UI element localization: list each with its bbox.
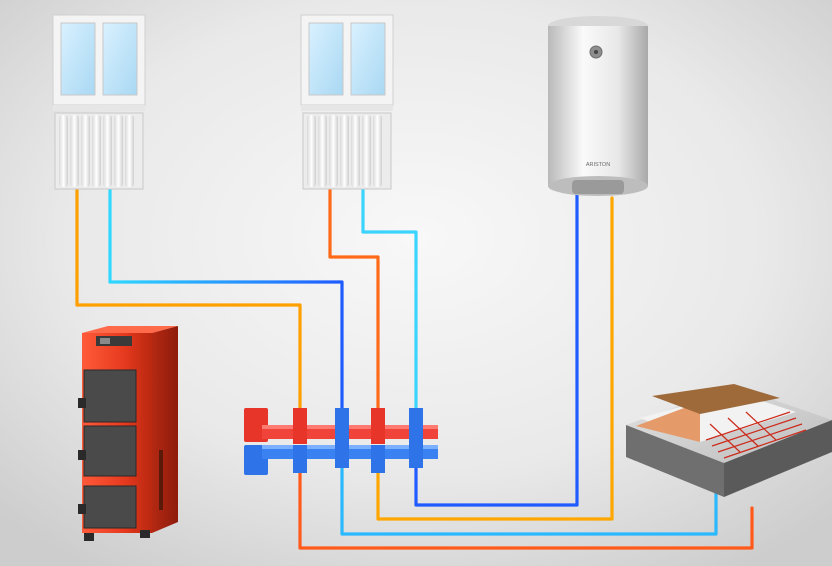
window-pane — [102, 22, 138, 96]
window-pane — [350, 22, 386, 96]
radiator — [54, 112, 144, 190]
pipe-middle-radiator-return — [361, 186, 418, 442]
pipe-left-radiator-supply-lower — [298, 458, 754, 550]
boiler-door-top — [83, 369, 137, 423]
underfloor-heating — [626, 384, 832, 497]
pipe-network — [75, 186, 754, 550]
control-panel — [96, 336, 132, 346]
radiator-left — [52, 14, 146, 190]
solid-fuel-boiler — [78, 326, 178, 541]
pipe-left-radiator-return — [108, 186, 344, 442]
water-heater: ARISTON — [548, 16, 648, 196]
pipe-middle-radiator-supply-lower — [376, 196, 614, 521]
window-pane — [308, 22, 344, 96]
radiator — [302, 112, 392, 190]
radiator-middle — [300, 14, 394, 190]
manifold — [244, 408, 438, 475]
boiler-door-bottom — [83, 485, 137, 529]
pipe-left-radiator-supply — [75, 186, 302, 442]
pipe-middle-radiator-return-lower — [414, 188, 579, 507]
pipe-middle-radiator-supply — [328, 186, 380, 442]
brand-label: ARISTON — [586, 162, 610, 168]
pipe-left-radiator-return-lower — [340, 458, 718, 536]
window-pane — [60, 22, 96, 96]
boiler-door-middle — [83, 425, 137, 477]
floor-heating-coil — [705, 411, 807, 459]
